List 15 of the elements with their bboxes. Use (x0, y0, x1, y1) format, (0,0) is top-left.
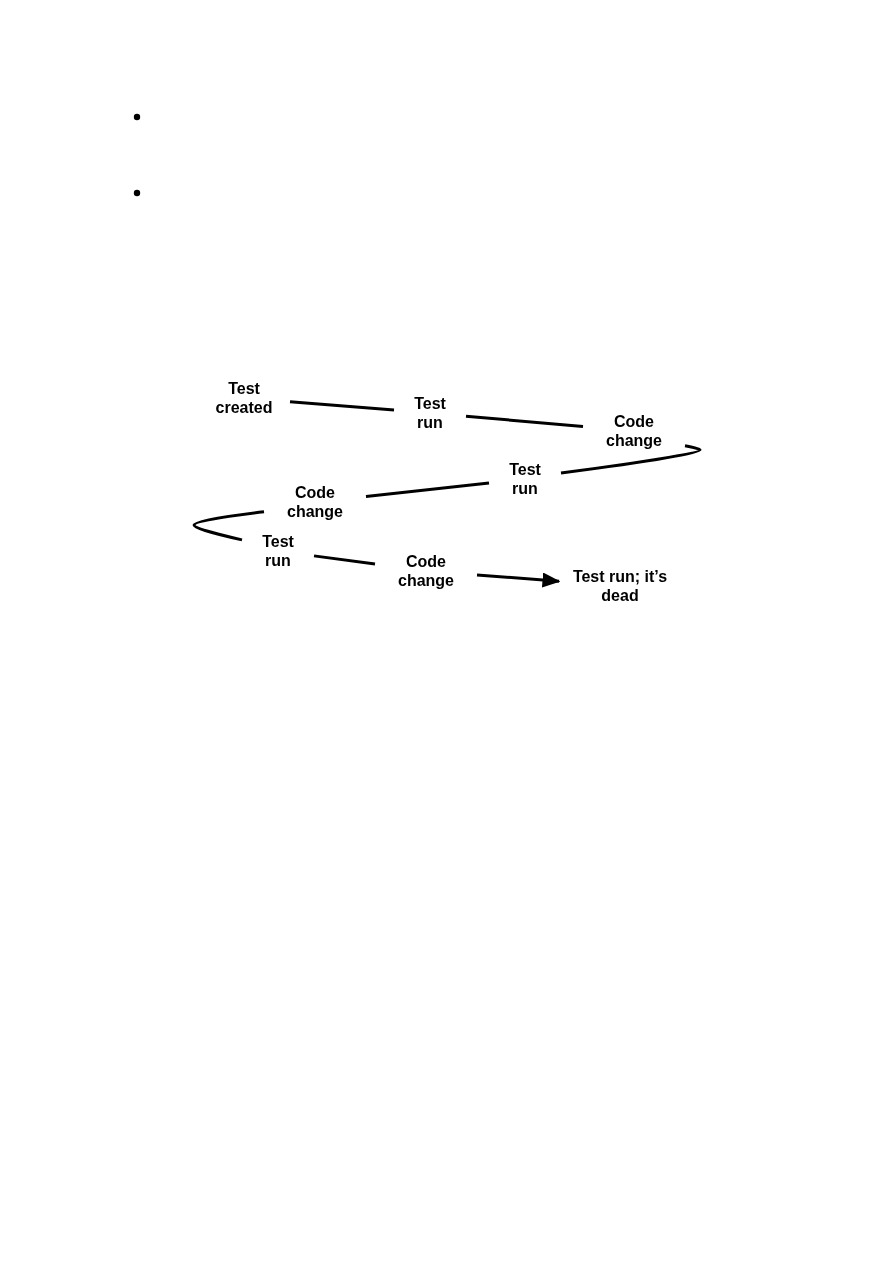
connector-line (192, 510, 265, 542)
step-label: Code change (605, 412, 663, 450)
step-label: Test run (413, 394, 447, 432)
step-label: Code change (397, 552, 455, 590)
step-label: Test run; it’s dead (571, 567, 669, 605)
connector-line (365, 481, 490, 498)
connector-line (465, 414, 584, 428)
connector-line (289, 400, 395, 412)
step-label: Test run (508, 460, 542, 498)
connector-line (560, 444, 702, 475)
connector-line (313, 554, 376, 566)
step-label: Test created (214, 379, 274, 417)
step-label: Test run (261, 532, 295, 570)
arrow (476, 572, 561, 588)
step-label: Code change (286, 483, 344, 521)
